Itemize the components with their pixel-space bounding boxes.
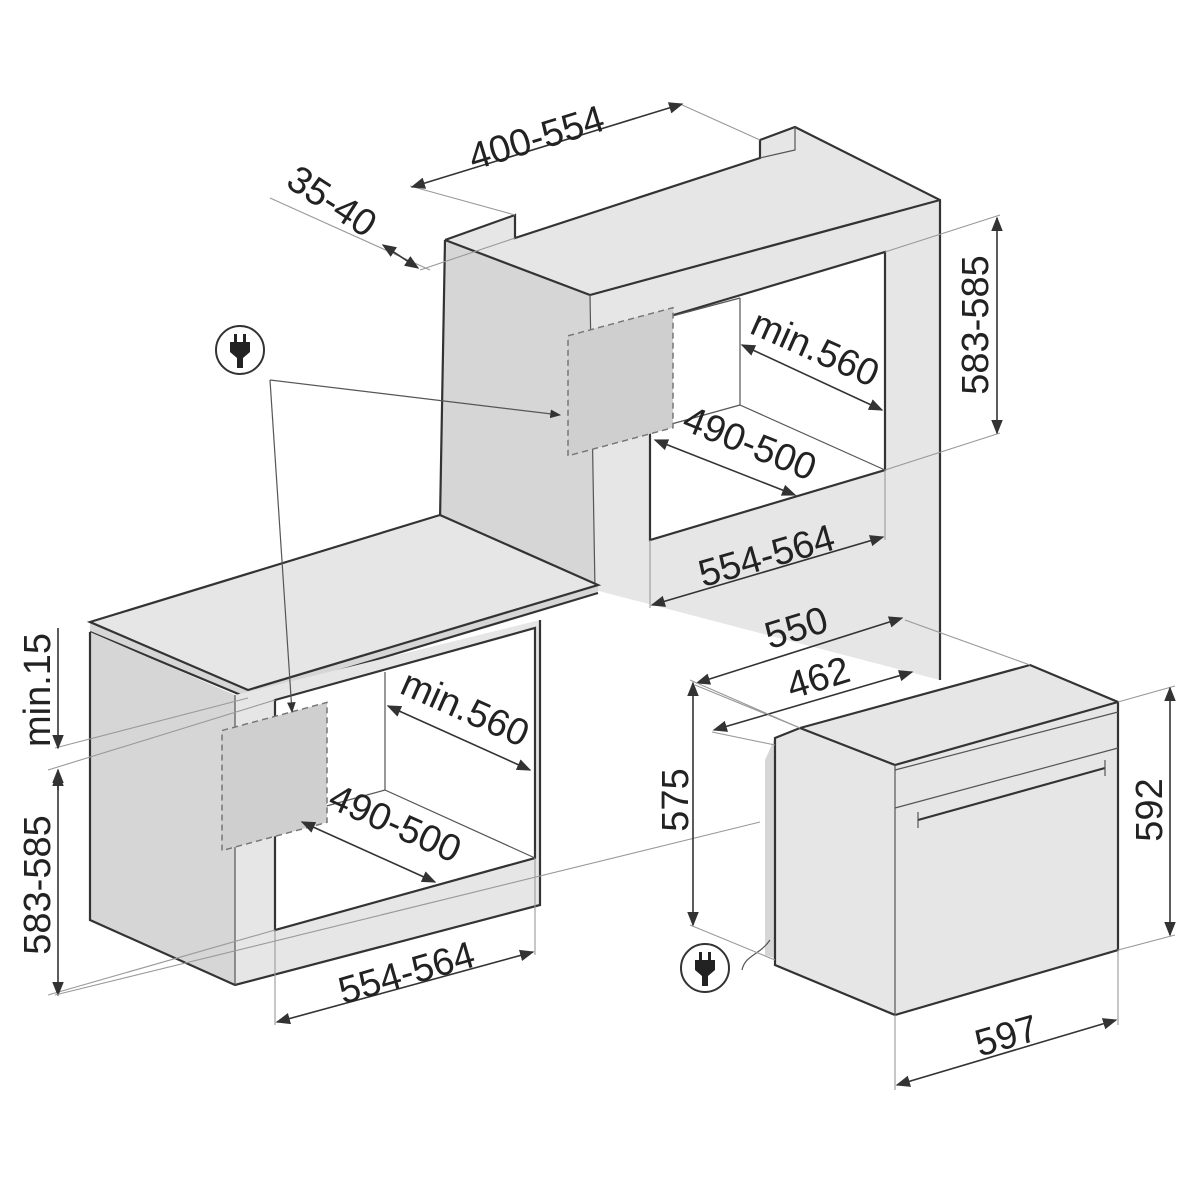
dim-upper-height: 583-585 [955, 255, 997, 394]
dim-oven-depth-body: 462 [782, 649, 855, 708]
dim-panel-35-40: 35-40 [279, 158, 383, 246]
dim-lower-height: 583-585 [17, 815, 59, 954]
power-plug-icon [680, 943, 730, 993]
upper-socket-area [567, 306, 674, 457]
oven [741, 663, 1120, 1017]
dim-width-400-554: 400-554 [464, 98, 610, 179]
dim-oven-body-height: 575 [655, 768, 697, 831]
lower-socket-area [221, 701, 328, 852]
dim-top-gap: min.15 [17, 633, 59, 747]
dim-oven-front-height: 592 [1129, 778, 1171, 841]
dim-oven-front-width: 597 [970, 1008, 1043, 1066]
power-plug-icon [215, 325, 265, 375]
